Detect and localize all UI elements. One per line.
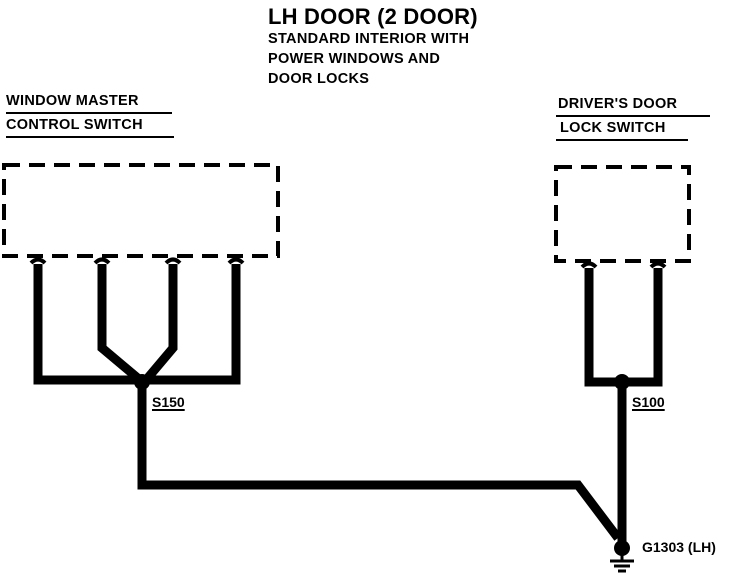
wire-master-2: [97, 264, 143, 384]
drivers-door-label-line-1: DRIVER'S DOOR: [558, 96, 678, 112]
wire-master-3: [142, 264, 178, 383]
window-master-terminal-4: [227, 257, 245, 265]
ground-label: G1303 (LH): [642, 539, 716, 555]
window-master-underline-1: [6, 112, 172, 114]
window-master-terminal-2: [93, 257, 111, 265]
wire-s150-to-ground: [137, 386, 622, 541]
window-master-terminal-3: [164, 257, 182, 265]
window-master-label-line-1: WINDOW MASTER: [6, 93, 139, 109]
wire-door-2: [622, 268, 663, 387]
window-master-label-line-2: CONTROL SWITCH: [6, 117, 143, 133]
wire-master-4: [146, 264, 241, 385]
ground-symbol: [610, 552, 634, 573]
wire-master-1: [33, 264, 138, 385]
window-master-underline-2: [6, 136, 174, 138]
window-master-terminal-1: [29, 257, 47, 265]
drivers-door-terminal-2: [649, 261, 667, 269]
ground-point-dot: [614, 540, 630, 556]
subtitle-line-3: DOOR LOCKS: [268, 71, 370, 87]
subtitle-line-1: STANDARD INTERIOR WITH: [268, 31, 470, 47]
drivers-door-switch-box: [554, 165, 691, 263]
wire-door-1: [584, 268, 622, 387]
splice-s100-label: S100: [632, 394, 665, 410]
drivers-door-underline-2: [556, 139, 688, 141]
drivers-door-underline-1: [556, 115, 710, 117]
subtitle-line-2: POWER WINDOWS AND: [268, 51, 441, 67]
diagram-title: LH DOOR (2 DOOR): [268, 4, 478, 29]
window-master-switch-box: [2, 163, 280, 258]
drivers-door-label-line-2: LOCK SWITCH: [560, 120, 666, 136]
drivers-door-terminal-1: [580, 261, 598, 269]
splice-s150-label: S150: [152, 394, 185, 410]
